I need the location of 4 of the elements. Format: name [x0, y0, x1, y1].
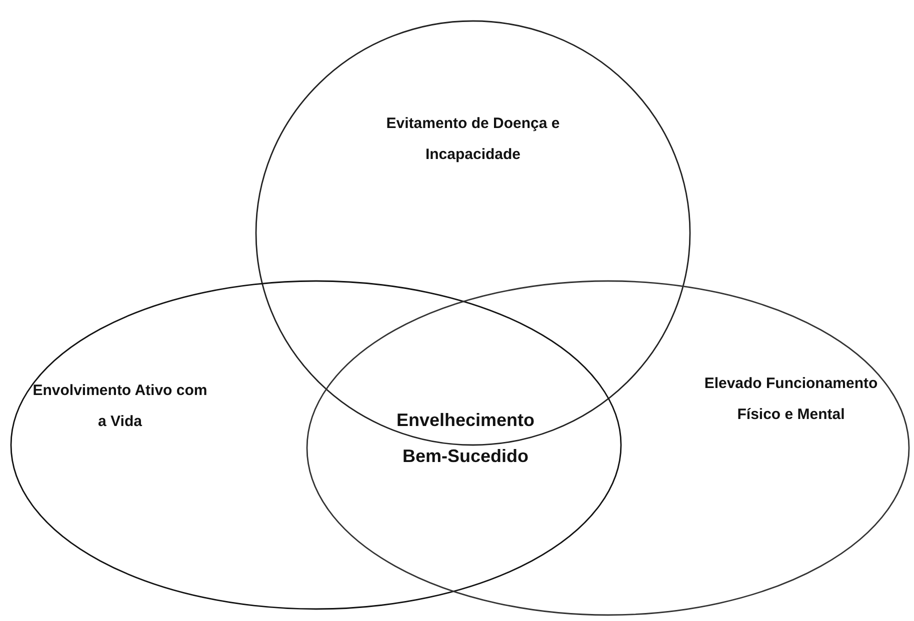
- set-label: Evitamento de Doença e Incapacidade: [385, 114, 561, 165]
- set-label: Elevado Funcionamento Físico e Mental: [703, 374, 879, 425]
- set-label: Envolvimento Ativo com a Vida: [32, 381, 208, 432]
- intersection-label: Envelhecimento Bem-Sucedido: [395, 409, 536, 468]
